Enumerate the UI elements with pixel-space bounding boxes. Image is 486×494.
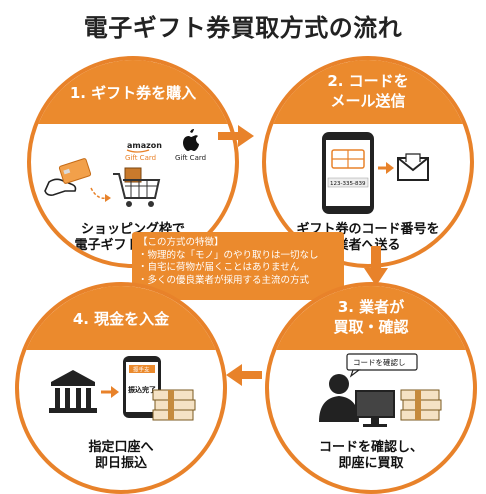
apple-logo-icon xyxy=(183,129,199,151)
step-3-heading-line1: 3. 業者が xyxy=(337,298,405,316)
feature-item: ・物理的な「モノ」のやり取りは一切なし xyxy=(138,249,319,261)
smartphone-icon: 振手支 振込完了 xyxy=(123,356,161,418)
shopping-cart-icon xyxy=(113,167,161,207)
cash-stack-icon xyxy=(152,389,196,421)
step-1-heading: 1. ギフト券を購入 xyxy=(69,84,197,102)
step-3-desc-line1: コードを確認し、 xyxy=(318,440,423,455)
step-2-heading-line2: メール送信 xyxy=(330,92,406,110)
computer-monitor-icon xyxy=(355,390,395,427)
svg-text:amazon: amazon xyxy=(127,141,162,150)
page-title: 電子ギフト券買取方式の流れ xyxy=(83,14,403,42)
step-2-header: 2. コードを メール送信 xyxy=(266,60,470,124)
merchant-check-illustration: コードを確認し xyxy=(319,353,442,427)
speech-bubble: コードを確認し xyxy=(346,353,418,378)
svg-text:振手支: 振手支 xyxy=(133,366,150,374)
svg-text:コードを確認し: コードを確認し xyxy=(353,357,406,367)
step-4-header: 4. 現金を入金 xyxy=(19,286,223,350)
envelope-icon xyxy=(397,153,429,181)
features-title: 【この方式の特徴】 xyxy=(138,237,224,248)
arrow-down-icon xyxy=(364,246,388,286)
step-2-circle: 2. コードを メール送信 123-335-839 ギフト券のコード番号を 業者… xyxy=(262,56,474,268)
hand-card-icon xyxy=(44,158,92,196)
person-icon xyxy=(319,374,359,422)
step-3-circle: 3. 業者が 買取・確認 コードを確認し コードを確認し、 即座に買取 xyxy=(265,282,477,494)
apple-gift-card: Gift Card xyxy=(175,129,206,162)
arrow-left-icon xyxy=(226,364,262,386)
svg-text:Gift Card: Gift Card xyxy=(125,154,156,162)
smartphone-icon: 123-335-839 xyxy=(322,132,374,214)
svg-text:振込完了: 振込完了 xyxy=(128,385,156,394)
bank-transfer-illustration: 振手支 振込完了 xyxy=(49,356,196,421)
feature-item: ・多くの優良業者が採用する主流の方式 xyxy=(138,274,310,286)
step-3-heading-line2: 買取・確認 xyxy=(333,318,409,336)
svg-text:123-335-839: 123-335-839 xyxy=(330,181,366,187)
purchase-illustration: amazon Gift Card Gift Card xyxy=(44,129,206,207)
email-code-illustration: 123-335-839 xyxy=(322,132,429,214)
step-3-desc-line2: 即座に買取 xyxy=(338,456,404,471)
step-3-header: 3. 業者が 買取・確認 xyxy=(269,286,473,350)
svg-text:Gift Card: Gift Card xyxy=(175,154,206,162)
step-2-desc-line2: 業者へ送る xyxy=(335,238,401,253)
step-4-circle: 4. 現金を入金 振手支 振込完了 指定口座へ 即日振込 xyxy=(15,282,227,494)
step-4-desc-line2: 即日振込 xyxy=(94,456,147,471)
cash-stack-icon xyxy=(400,389,442,421)
step-4-heading: 4. 現金を入金 xyxy=(72,310,170,328)
feature-item: ・自宅に荷物が届くことはありません xyxy=(138,262,300,273)
arrow-right-icon xyxy=(218,125,254,147)
step-1-header: 1. ギフト券を購入 xyxy=(31,60,235,124)
step-2-heading-line1: 2. コードを xyxy=(327,72,409,90)
bank-icon xyxy=(49,370,97,413)
step-4-desc-line1: 指定口座へ xyxy=(88,440,154,455)
amazon-gift-card: amazon Gift Card xyxy=(125,141,162,162)
